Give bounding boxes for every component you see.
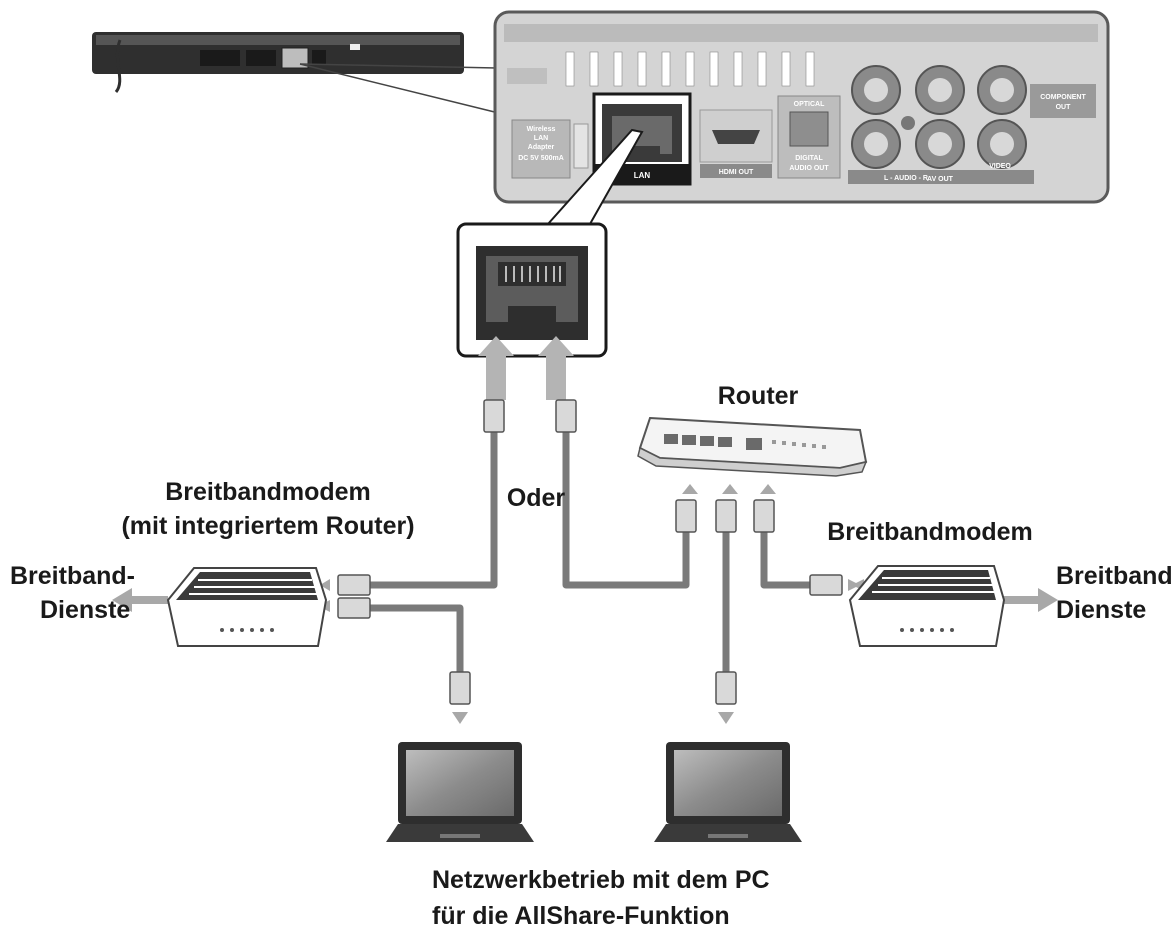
broadband-right-label-1: Breitband- [1056,562,1173,590]
oder-label: Oder [507,484,566,512]
modem-left-label-1: Breitbandmodem [165,478,371,506]
caption-line-2: für die AllShare-Funktion [432,902,730,930]
caption-line-1: Netzwerkbetrieb mit dem PC [432,866,770,894]
digital-label-2: AUDIO OUT [789,165,829,172]
video-label: VIDEO [989,163,1011,170]
digital-label-1: DIGITAL [795,155,823,162]
lan-port-enlarged [456,222,608,358]
optical-label: OPTICAL [794,101,825,108]
modem-right-device [848,565,1006,647]
broadband-right-label-2: Dienste [1056,596,1146,624]
rj45-plugs [337,399,843,705]
hdmi-label: HDMI OUT [719,169,754,176]
laptop-left [386,742,534,842]
broadband-left-label-2: Dienste [40,596,130,624]
lan-port-label: LAN [634,171,651,180]
wireless-label-4: DC 5V 500mA [518,155,564,162]
lan-arrows [478,336,574,400]
router-label: Router [718,382,799,410]
rear-panel: Wireless LAN Adapter DC 5V 500mA LAN HDM… [493,10,1110,204]
modem-left-label-2: (mit integriertem Router) [121,512,414,540]
modem-right-label: Breitbandmodem [827,518,1033,546]
laptop-right [654,742,802,842]
wireless-label-1: Wireless [527,126,556,133]
wireless-label-2: LAN [534,135,548,142]
wireless-label-3: Adapter [528,144,555,151]
player-device [92,32,464,93]
component-label-1: COMPONENT [1040,94,1086,101]
broadband-left-label-1: Breitband- [10,562,135,590]
av-out-label: AV OUT [927,176,954,183]
modem-left-device [166,567,328,647]
router-device [637,416,868,477]
cables [368,430,812,690]
component-label-2: OUT [1056,104,1072,111]
broadband-arrows [112,588,1058,612]
audio-label: L - AUDIO - R [884,175,928,182]
